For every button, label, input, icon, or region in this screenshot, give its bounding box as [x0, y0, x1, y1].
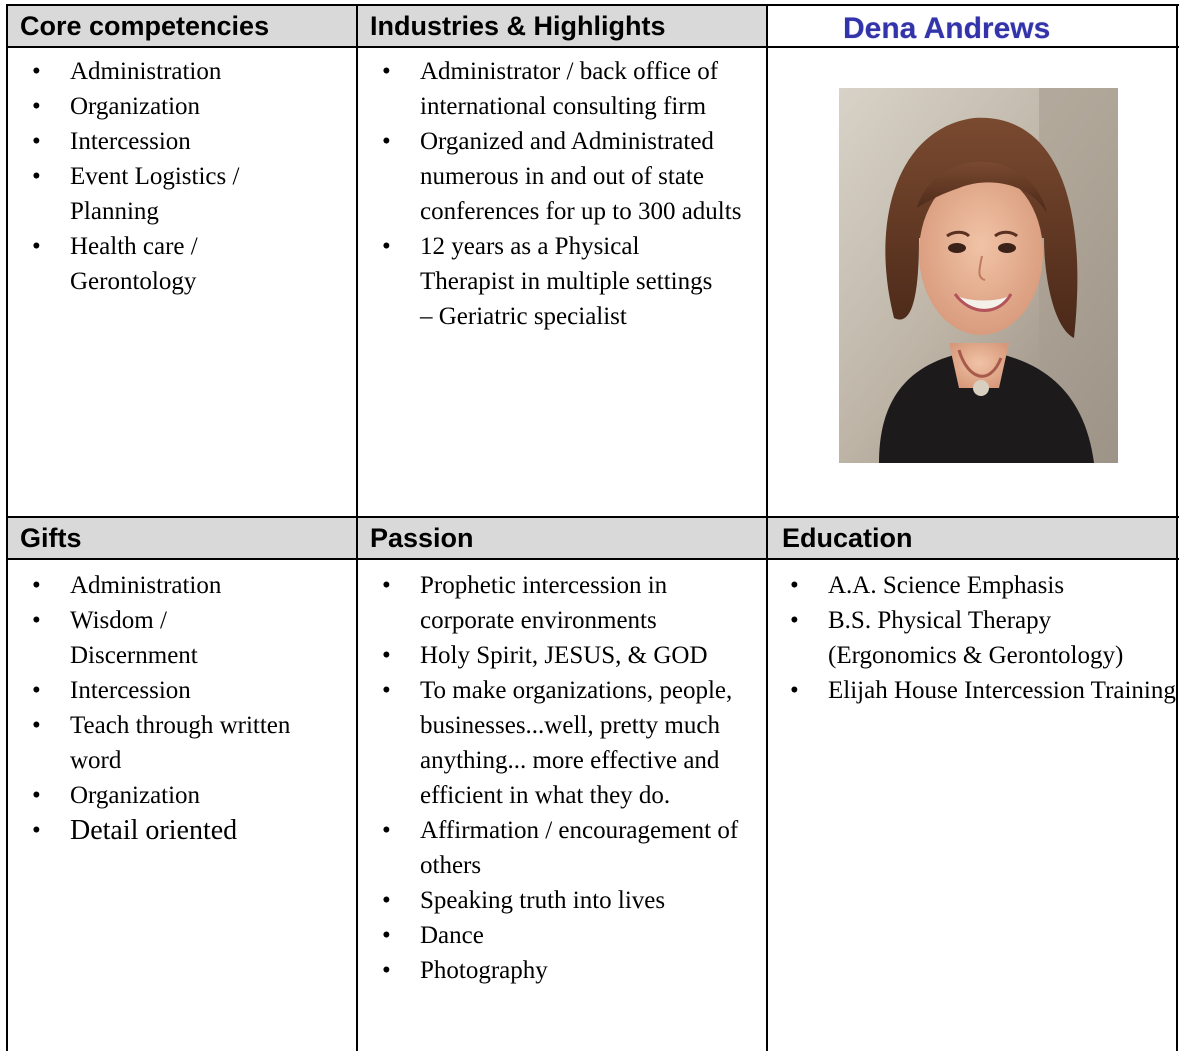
right-border [1176, 4, 1178, 1051]
bullet-icon: • [382, 817, 391, 844]
list-item: •B.S. Physical Therapy (Ergonomics & Ger… [780, 603, 1158, 673]
industries-highlights-heading: Industries & Highlights [370, 11, 666, 41]
gifts-header-bg [8, 518, 356, 558]
core-competencies-list: •Administration •Organization •Intercess… [22, 54, 342, 299]
core-header-bg [8, 6, 356, 46]
list-item: •Wisdom / Discernment [22, 603, 280, 673]
list-item: •Intercession [22, 124, 342, 159]
row-divider-bottom [6, 558, 1179, 560]
top-border [6, 4, 1179, 6]
list-item: •Photography [372, 953, 750, 988]
list-item: •Organization [22, 778, 342, 813]
person-name: Dena Andrews [843, 12, 1051, 45]
list-item: •Event Logistics / Planning [22, 159, 280, 229]
list-item: •Administration [22, 54, 342, 89]
gifts-list: •Administration •Wisdom / Discernment •I… [22, 568, 342, 848]
bullet-icon: • [32, 817, 41, 844]
bullet-icon: • [382, 233, 391, 260]
list-item: •A.A. Science Emphasis [780, 568, 1170, 603]
bullet-icon: • [32, 58, 41, 85]
list-item: •Organized and Administrated numerous in… [372, 124, 798, 229]
bullet-icon: • [790, 607, 799, 634]
bullet-icon: • [32, 572, 41, 599]
list-item: •Health care / Gerontology [22, 229, 280, 299]
list-item: •12 years as a Physical Therapist in mul… [372, 229, 720, 334]
bullet-icon: • [790, 572, 799, 599]
passion-heading: Passion [370, 523, 474, 553]
bullet-icon: • [382, 128, 391, 155]
industries-highlights-list: •Administrator / back office of internat… [372, 54, 750, 334]
list-item: •Organization [22, 89, 342, 124]
list-item: •Teach through written word [22, 708, 342, 778]
bullet-icon: • [382, 58, 391, 85]
list-item: •Dance [372, 918, 750, 953]
bullet-icon: • [32, 93, 41, 120]
bullet-icon: • [382, 887, 391, 914]
bullet-icon: • [32, 163, 41, 190]
list-item: •Holy Spirit, JESUS, & GOD [372, 638, 740, 673]
bullet-icon: • [32, 782, 41, 809]
bullet-icon: • [32, 233, 41, 260]
list-item: •Intercession [22, 673, 342, 708]
list-item: •Speaking truth into lives [372, 883, 750, 918]
col-divider-2 [766, 4, 768, 1051]
bullet-icon: • [382, 957, 391, 984]
bullet-icon: • [32, 677, 41, 704]
education-header-bg [768, 518, 1178, 558]
education-list: •A.A. Science Emphasis •B.S. Physical Th… [780, 568, 1176, 708]
education-heading: Education [782, 523, 913, 553]
bullet-icon: • [382, 642, 391, 669]
list-item: •Administrator / back office of internat… [372, 54, 750, 124]
header1-bottom-border [6, 46, 1179, 48]
list-item: •To make organizations, people, business… [372, 673, 798, 813]
bullet-icon: • [382, 922, 391, 949]
row-divider-top [6, 516, 1179, 518]
industries-header-bg [358, 6, 766, 46]
list-item: •Administration [22, 568, 342, 603]
passion-header-bg [358, 518, 766, 558]
passion-list: •Prophetic intercession in corporate env… [372, 568, 750, 988]
list-item: •Affirmation / encouragement of others [372, 813, 770, 883]
col-divider-1 [356, 4, 358, 1051]
list-item: •Elijah House Intercession Training [780, 673, 1179, 708]
bullet-icon: • [32, 128, 41, 155]
bullet-icon: • [32, 607, 41, 634]
core-competencies-heading: Core competencies [20, 11, 270, 41]
list-item: •Detail oriented [32, 815, 238, 846]
bullet-icon: • [790, 677, 799, 704]
profile-photo [839, 88, 1118, 463]
bullet-icon: • [382, 572, 391, 599]
left-border [6, 4, 8, 1051]
bullet-icon: • [382, 677, 391, 704]
list-item: •Prophetic intercession in corporate env… [372, 568, 760, 638]
gifts-heading: Gifts [20, 523, 82, 553]
bullet-icon: • [32, 712, 41, 739]
